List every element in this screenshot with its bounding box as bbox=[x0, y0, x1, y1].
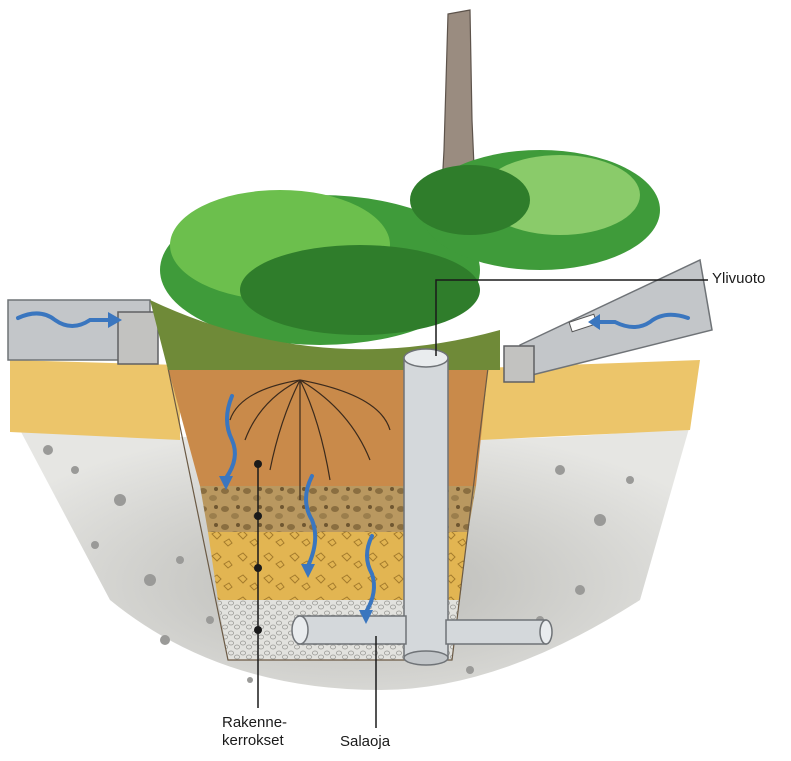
curb-right bbox=[504, 346, 534, 382]
structural-layers-label-line2: kerrokset bbox=[222, 732, 287, 750]
structural-layers-label-line1: Rakenne- bbox=[222, 714, 287, 732]
drain-label: Salaoja bbox=[340, 733, 390, 751]
curb-left bbox=[118, 312, 158, 364]
overflow-pipe bbox=[404, 349, 448, 665]
ground-sand-strip bbox=[10, 360, 180, 440]
structural-layers-label: Rakenne- kerrokset bbox=[222, 714, 287, 750]
pavement-right bbox=[520, 260, 712, 378]
overflow-label: Ylivuoto bbox=[712, 270, 765, 288]
